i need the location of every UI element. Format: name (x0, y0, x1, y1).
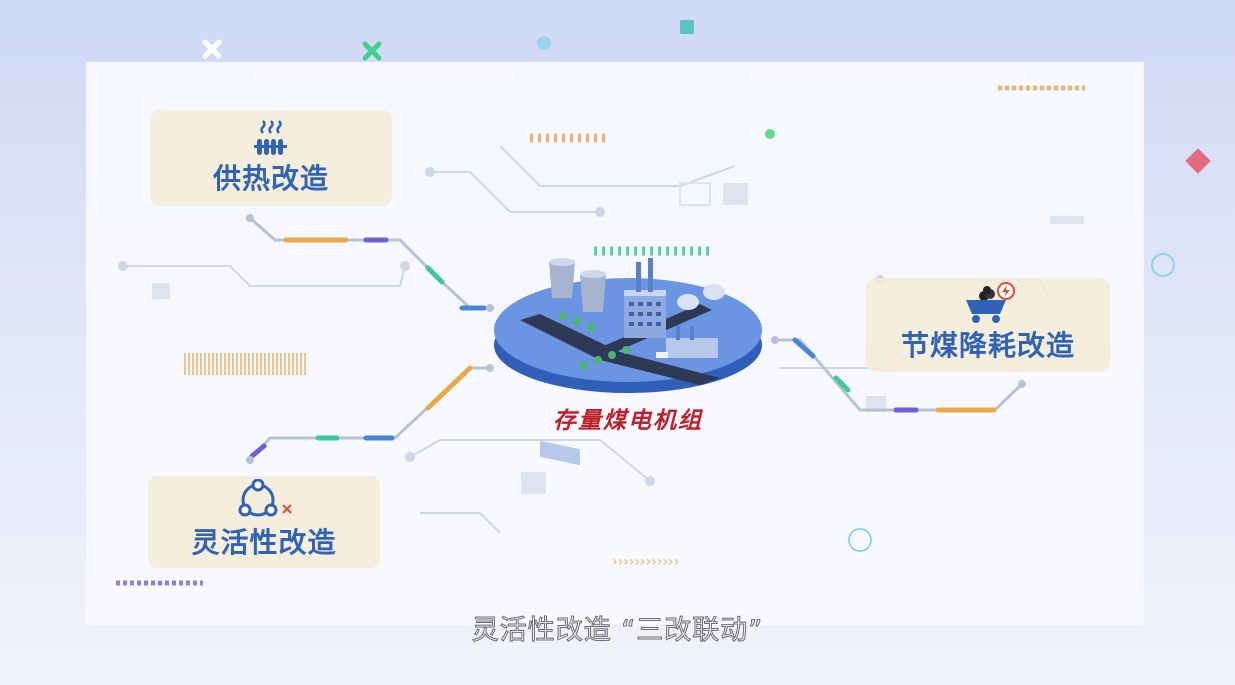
subtitle-caption: 灵活性改造 “三改联动” (471, 615, 764, 647)
flexibility-card[interactable]: 灵活性改造 (148, 476, 380, 568)
network-nodes-icon (231, 479, 297, 521)
wrench-icon (282, 504, 292, 514)
connector-flexibility (246, 364, 494, 464)
coal-saving-card-label: 节煤降耗改造 (900, 329, 1075, 362)
dash-ribbons: ›››››››››››› (116, 85, 1085, 586)
heating-card-label: 供热改造 (212, 162, 329, 195)
center-label: 存量煤电机组 (553, 408, 703, 434)
heating-radiator-icon (251, 119, 291, 157)
connector-coal-saving (771, 336, 1026, 413)
svg-text:››››››››››››: ›››››››››››› (612, 554, 679, 570)
coal-cart-icon (960, 282, 1016, 324)
power-plant-illustration (494, 258, 762, 466)
heating-card[interactable]: 供热改造 (150, 110, 392, 206)
coal-saving-card[interactable]: 节煤降耗改造 (866, 278, 1110, 372)
lightning-badge-icon (997, 282, 1015, 300)
flexibility-card-label: 灵活性改造 (191, 526, 337, 559)
connector-heating (246, 214, 494, 312)
faint-squares (152, 182, 1084, 494)
